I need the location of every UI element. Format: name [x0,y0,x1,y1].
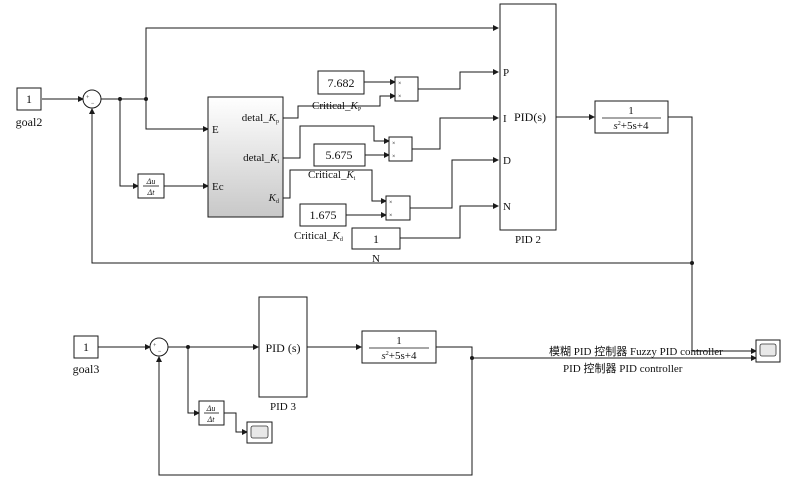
critical-ki-block[interactable]: 5.675 [313,143,366,167]
deriv-bottom-num: Δu [206,404,216,413]
pid2-port-i: I [503,113,507,125]
svg-text:×: × [389,213,392,219]
product-block-ki[interactable]: × × [388,136,413,162]
goal2-value: 1 [26,92,32,106]
critical-kd-value: 1.675 [310,208,337,222]
critical-kd-label: Critical_Kd [294,230,343,243]
scope-block-bottom[interactable] [246,421,273,444]
scope-label-fuzzy: 模糊 PID 控制器 Fuzzy PID controller [549,344,723,358]
fuzzy-controller-block[interactable]: E Ec detal_Kp detal_Ki Kd [207,96,284,218]
n-constant-value: 1 [373,232,379,246]
branch-points [118,97,694,360]
fuzzy-out-kp: detal_Kp [242,112,279,125]
critical-ki-value: 5.675 [326,148,353,162]
pid3-label: PID 3 [270,401,296,413]
pid2-port-p: P [503,67,509,79]
svg-text:×: × [398,94,401,100]
product-block-kd[interactable]: × × [385,195,411,221]
goal3-label: goal3 [73,362,100,376]
fuzzy-out-kd: Kd [268,192,279,205]
pid2-port-d: D [503,155,511,167]
goal3-constant-block[interactable]: 1 [73,335,99,359]
svg-text:×: × [398,81,401,87]
critical-kp-value: 7.682 [328,76,355,90]
scope-label-pid: PID 控制器 PID controller [563,361,683,375]
svg-text:×: × [392,154,395,160]
plant-block-bottom[interactable]: 1 s2+5s+4 [361,330,437,364]
goal2-constant-block[interactable]: 1 [16,87,42,111]
plant-top-den: s2+5s+4 [614,120,649,132]
sum-block-bottom[interactable]: + − [149,337,169,357]
plant-block-top[interactable]: 1 s2+5s+4 [594,100,669,134]
top-wires [42,25,757,354]
n-constant-label: N [372,253,380,265]
pid2-block[interactable]: PID(s) P I D N [499,3,557,231]
plant-bottom-den: s2+5s+4 [382,350,417,362]
critical-kp-label: Critical_KP [312,100,362,113]
sum-block-top[interactable]: + − [82,89,102,109]
derivative-block-bottom[interactable]: Δu Δt [198,400,225,426]
deriv-bottom-den: Δt [207,415,216,424]
pid3-title: PID (s) [266,341,301,355]
goal2-label: goal2 [16,115,43,129]
bottom-wires [98,344,757,476]
pid2-title: PID(s) [514,110,546,124]
critical-kd-block[interactable]: 1.675 [299,203,347,227]
svg-text:×: × [392,141,395,147]
product-block-kp[interactable]: × × [394,76,419,102]
critical-kp-block[interactable]: 7.682 [317,70,365,95]
pid2-label: PID 2 [515,234,541,246]
svg-text:−: − [158,349,162,355]
derivative-block-top[interactable]: Δu Δt [137,173,165,199]
critical-ki-label: Critical_Ki [308,169,356,182]
fuzzy-out-ki: detal_Ki [243,152,279,165]
sum-sign-plus: + [86,95,90,101]
plant-top-num: 1 [628,105,634,117]
sum-sign-minus: − [91,101,95,107]
svg-text:×: × [389,200,392,206]
pid3-block[interactable]: PID (s) [258,296,308,398]
deriv-den: Δt [147,188,156,197]
n-constant-block[interactable]: 1 [351,227,401,250]
fuzzy-port-e: E [212,124,219,136]
pid2-port-n: N [503,201,511,213]
plant-bottom-num: 1 [396,335,402,347]
fuzzy-port-ec: Ec [212,181,224,193]
svg-text:+: + [153,343,157,349]
deriv-num: Δu [146,177,156,186]
scope-block-main[interactable] [755,339,781,363]
goal3-value: 1 [83,340,89,354]
